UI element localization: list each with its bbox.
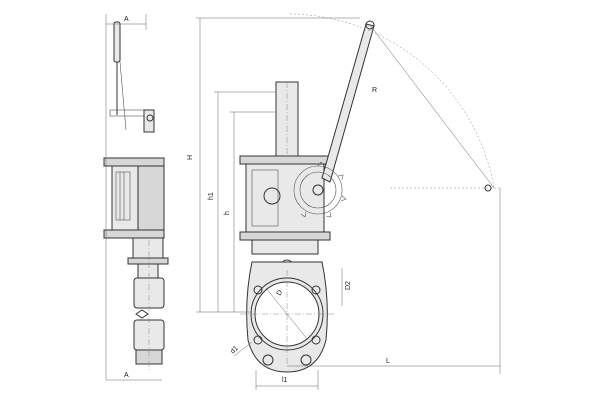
label-h: h — [224, 211, 231, 215]
label-H: H — [187, 155, 194, 160]
label-L: L — [386, 358, 390, 365]
lever-assembly — [293, 20, 375, 218]
label-D: D — [276, 289, 285, 297]
front-view — [239, 81, 334, 373]
label-l1: l1 — [282, 377, 288, 384]
label-A: A — [124, 16, 129, 23]
label-h1: h1 — [208, 192, 215, 200]
label-d1: d1 — [229, 345, 240, 356]
label-D2: D2 — [345, 281, 352, 290]
dimensions — [196, 13, 501, 390]
label-R: R — [372, 87, 377, 94]
label-A-bottom: A — [124, 372, 129, 379]
side-view — [103, 14, 169, 381]
